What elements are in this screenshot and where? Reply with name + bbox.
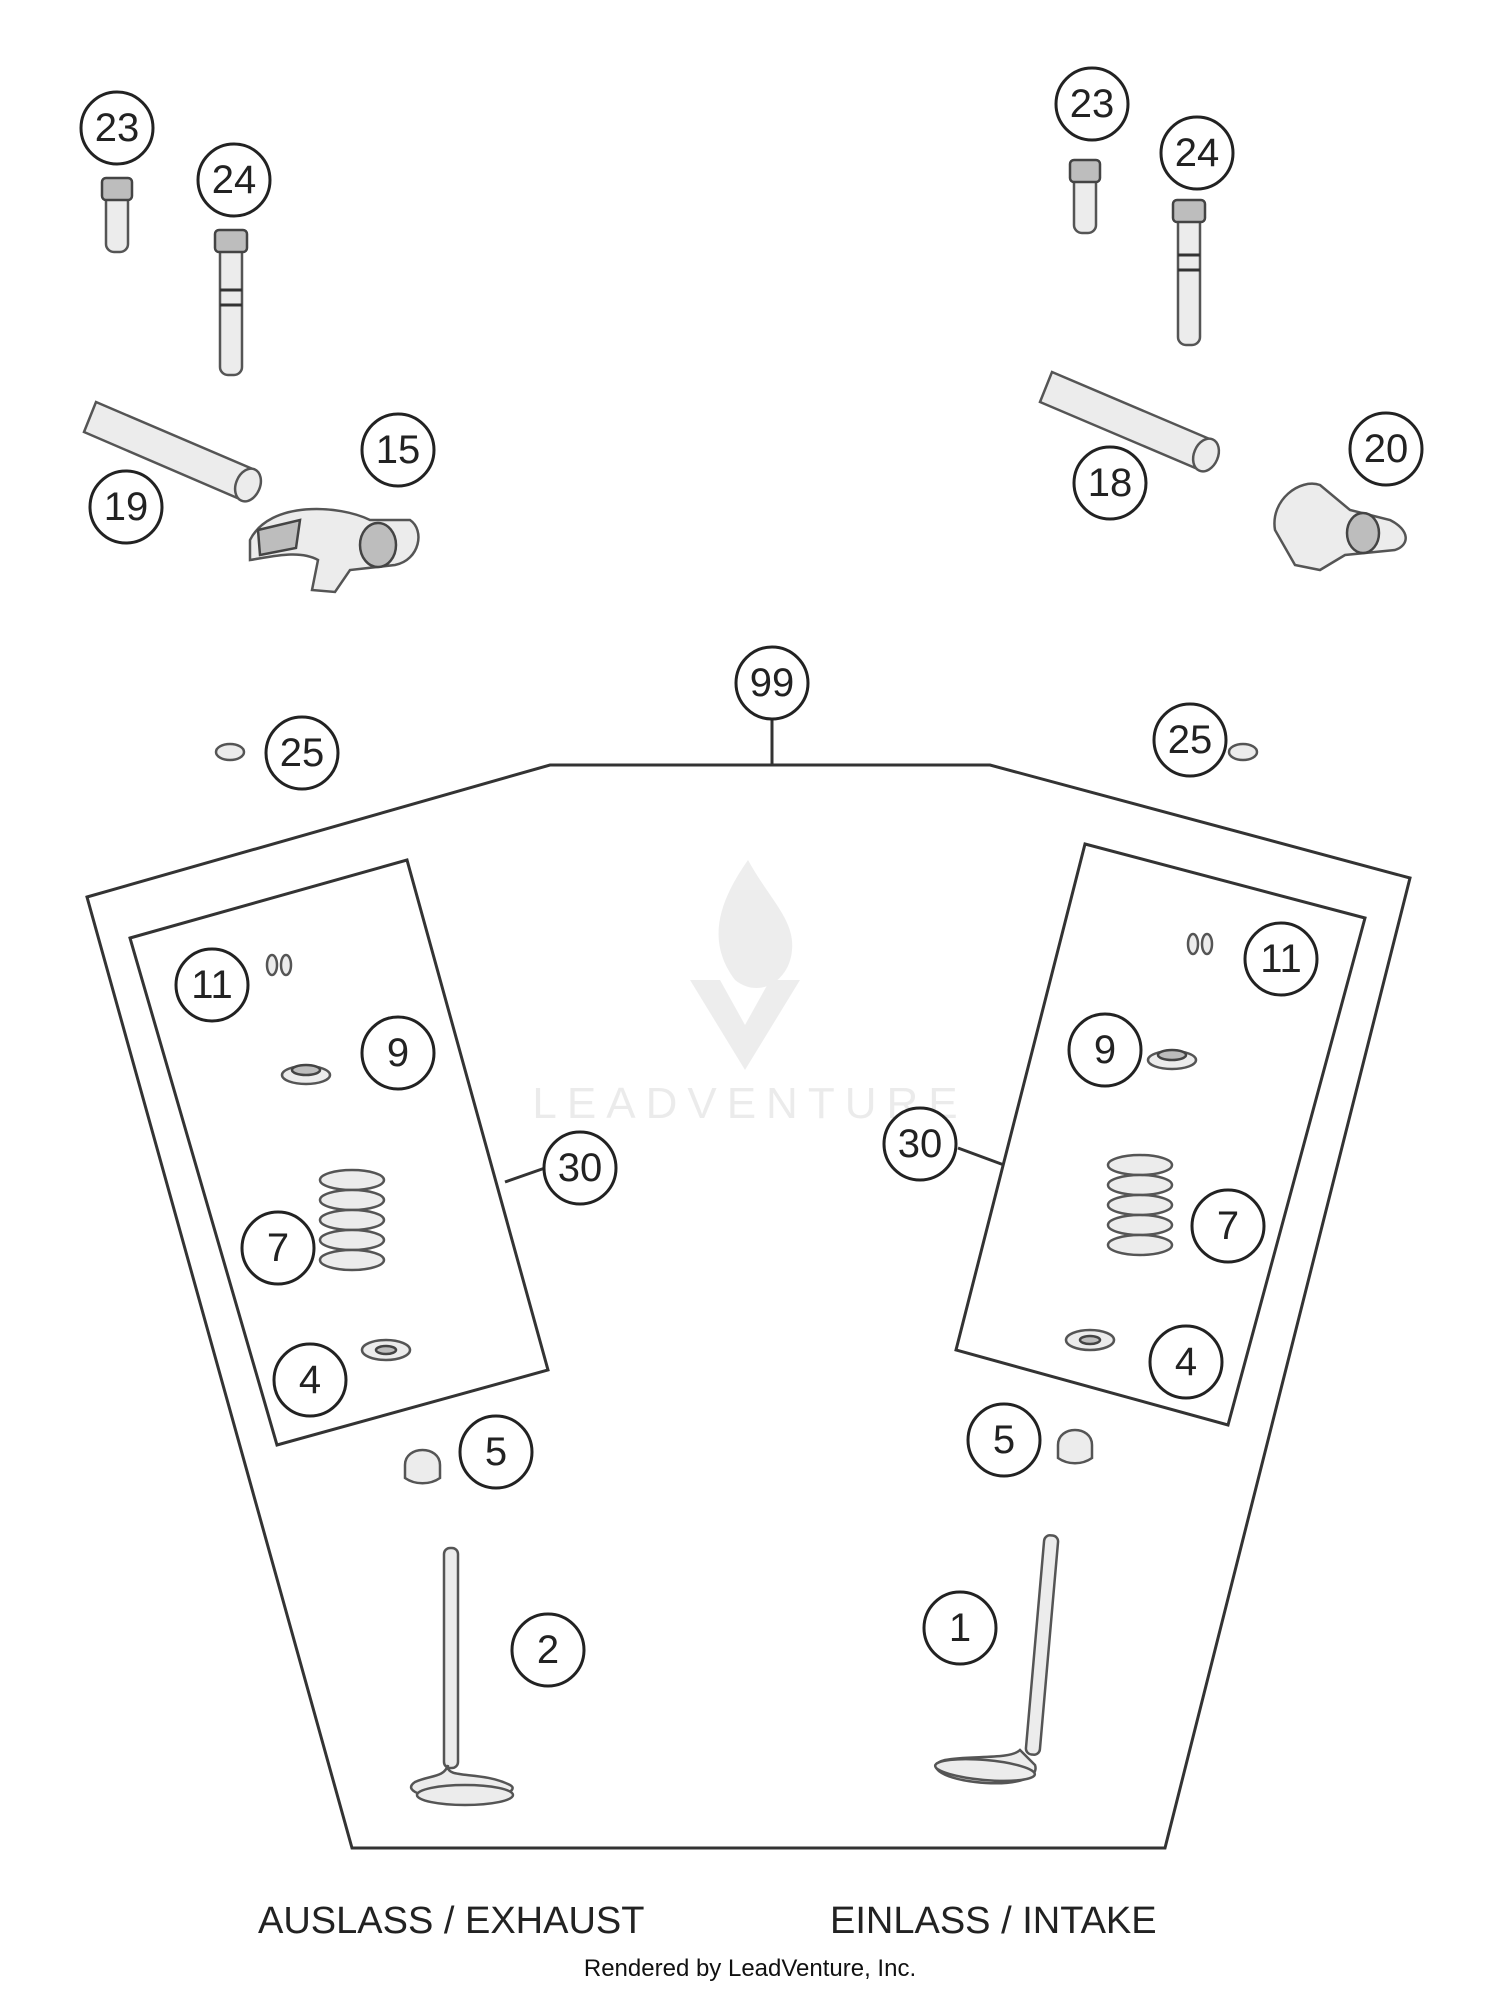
callout-9-left: 9 [360,1015,436,1091]
spring-seat-4-right [1064,1328,1116,1352]
rocker-arm-20 [1273,482,1407,572]
shaft-24-left [213,228,249,377]
cap-25-right [1227,742,1259,762]
callout-25-right: 25 [1152,702,1228,778]
svg-text:24: 24 [212,158,257,202]
callout-7-left: 7 [240,1210,316,1286]
valve-kit-frame [85,763,1412,1850]
spring-kit-frame-exhaust [128,858,550,1447]
svg-text:20: 20 [1364,427,1409,471]
callout-23-left: 23 [79,90,155,166]
svg-text:7: 7 [1217,1204,1239,1248]
svg-text:15: 15 [376,428,421,472]
svg-text:23: 23 [95,106,140,150]
callout-20: 20 [1348,411,1424,487]
callout-11-right: 11 [1243,921,1319,997]
leader-30-left [504,1166,546,1184]
svg-text:25: 25 [1168,718,1213,762]
svg-text:9: 9 [387,1031,409,1075]
callout-24-right: 24 [1159,115,1235,191]
spring-retainer-9-left [280,1063,332,1086]
footer-credit: Rendered by LeadVenture, Inc. [583,1955,917,1982]
svg-text:11: 11 [1260,937,1302,981]
intake-label: EINLASS / INTAKE [830,1900,1157,1942]
rocker-shaft-19 [82,400,263,503]
svg-text:9: 9 [1094,1028,1116,1072]
callout-4-right: 4 [1148,1324,1224,1400]
svg-text:19: 19 [104,485,149,529]
valve-stem-seal-5-left [403,1448,442,1485]
rocker-shaft-18 [1038,370,1221,473]
exhaust-valve-2 [409,1546,515,1807]
callout-30-left: 30 [542,1130,618,1206]
watermark-text: LEADVENTURE [532,1079,967,1128]
callout-15: 15 [360,412,436,488]
svg-text:4: 4 [299,1358,321,1402]
svg-text:5: 5 [485,1430,507,1474]
svg-text:5: 5 [993,1418,1015,1462]
valve-cotter-11-left [265,953,293,977]
callout-4-left: 4 [272,1342,348,1418]
svg-text:30: 30 [898,1122,943,1166]
bolt-23-left [100,176,134,254]
intake-valve-1 [933,1534,1060,1785]
callout-23-right: 23 [1054,66,1130,142]
callout-18: 18 [1072,445,1148,521]
callout-30-right: 30 [882,1106,958,1182]
cap-25-left [214,742,246,762]
callout-99: 99 [734,645,810,721]
callout-24-left: 24 [196,142,272,218]
callout-9-right: 9 [1067,1012,1143,1088]
spring-retainer-9-right [1146,1048,1198,1071]
svg-text:4: 4 [1175,1340,1197,1384]
svg-text:24: 24 [1175,131,1220,175]
callout-5-left: 5 [458,1414,534,1490]
valve-spring-7-left [318,1168,386,1272]
leader-30-right [957,1146,1005,1167]
spring-kit-frame-intake [954,842,1367,1427]
svg-text:11: 11 [191,963,233,1007]
shaft-24-right [1171,198,1207,347]
svg-text:25: 25 [280,731,325,775]
callout-11-left: 11 [174,947,250,1023]
valve-cotter-11-right [1186,932,1214,956]
callout-1: 1 [922,1590,998,1666]
callout-25-left: 25 [264,715,340,791]
svg-text:30: 30 [558,1146,603,1190]
svg-text:2: 2 [537,1628,559,1672]
callout-7-right: 7 [1190,1188,1266,1264]
rocker-arm-15 [248,507,420,594]
exhaust-label: AUSLASS / EXHAUST [258,1900,645,1942]
spring-seat-4-left [360,1338,412,1362]
callout-19: 19 [88,469,164,545]
callout-5-right: 5 [966,1402,1042,1478]
svg-text:23: 23 [1070,82,1115,126]
svg-text:18: 18 [1088,461,1133,505]
svg-text:1: 1 [949,1606,971,1650]
callout-2: 2 [510,1612,586,1688]
valve-stem-seal-5-right [1056,1428,1094,1465]
bolt-23-right [1068,158,1102,235]
leadventure-watermark: LEADVENTURE [532,860,967,1128]
valve-spring-7-right [1106,1153,1174,1257]
svg-text:99: 99 [750,661,795,705]
svg-text:7: 7 [267,1226,289,1270]
